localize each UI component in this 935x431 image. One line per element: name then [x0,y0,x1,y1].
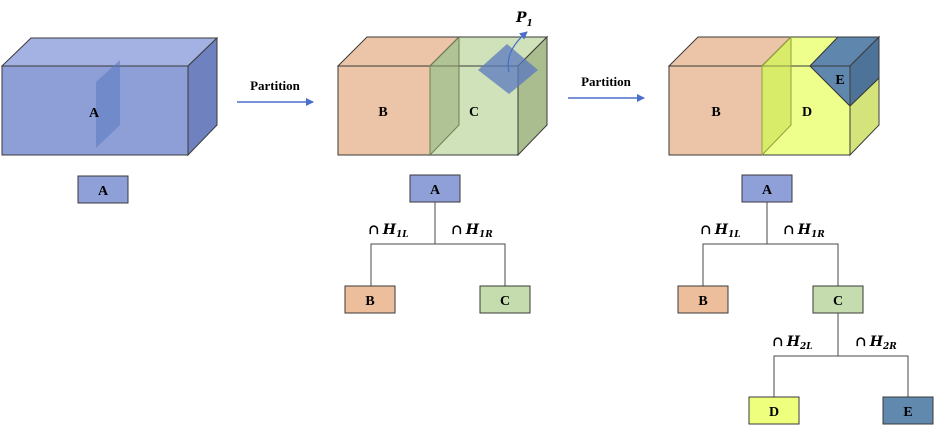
cube-2: P1 B C [336,10,549,157]
tree3-node-b [677,285,729,314]
tree2-node-a-label: A [430,183,441,198]
tree2-node-a [409,174,461,203]
tree1-node-a [77,175,129,204]
tree2-node-c [479,285,531,314]
tree2-edge-left [370,243,435,286]
tree3-edge-left [702,243,767,286]
partition-arrow-2: Partition [568,74,645,102]
cube3-label-d: D [802,105,812,120]
tree3-grand-left-edge-label: ∩H2L [772,334,813,352]
arrow2-label: Partition [581,74,632,89]
cube3-e-side [849,35,880,108]
tree2-right-edge-label: ∩H1R [451,222,493,240]
tree3-node-e-label: E [903,405,912,420]
cube-3: B D E [667,35,881,157]
tree3-node-a [741,174,793,203]
tree3-node-e [882,396,934,425]
cube3-divider-plane [761,35,792,157]
tree3-node-d [748,396,800,425]
tree2-node-b-label: B [365,294,374,309]
tree2-node-c-label: C [500,294,510,309]
tree3-right-edge-label: ∩H1R [783,222,825,240]
cube3-label-e: E [835,73,844,88]
tree2-node-b [344,285,396,314]
tree-1: A [77,175,129,204]
tree2-left-edge-label: ∩H1L [368,222,409,240]
cube1-partition-plane [96,60,120,148]
cube1-label-a: A [89,106,100,121]
cube2-p1-label: P1 [515,10,533,29]
cube2-p1-pointer [507,31,528,73]
tree3-node-c-label: C [833,294,843,309]
tree3-edge-grand-right [838,355,909,397]
tree-2: A ∩H1L ∩H1R B C [344,174,531,314]
tree2-edge-right [435,243,506,286]
tree3-grand-right-edge-label: ∩H2R [855,334,897,352]
cube1-top-face [0,37,219,67]
tree3-edge-right [767,243,839,286]
tree1-node-a-label: A [98,184,109,199]
tree3-node-c [812,285,864,314]
cube3-b-front [668,65,763,156]
cube2-label-b: B [378,105,387,120]
tree3-left-edge-label: ∩H1L [700,222,741,240]
cube2-divider-plane [429,35,460,157]
tree3-node-b-label: B [698,294,707,309]
tree3-edge-grand-left [773,355,838,397]
cube-1: A [0,36,219,157]
tree3-node-d-label: D [769,405,779,420]
cube2-label-c: C [469,105,479,120]
tree3-node-a-label: A [762,183,773,198]
cube3-label-b: B [711,105,720,120]
cube1-front-face [1,65,189,156]
cube2-b-front [337,65,431,156]
arrow1-label: Partition [250,78,301,93]
partition-arrow-1: Partition [237,78,314,106]
tree-3: A ∩H1L ∩H1R B C ∩H2L ∩H2R D E [677,174,934,425]
